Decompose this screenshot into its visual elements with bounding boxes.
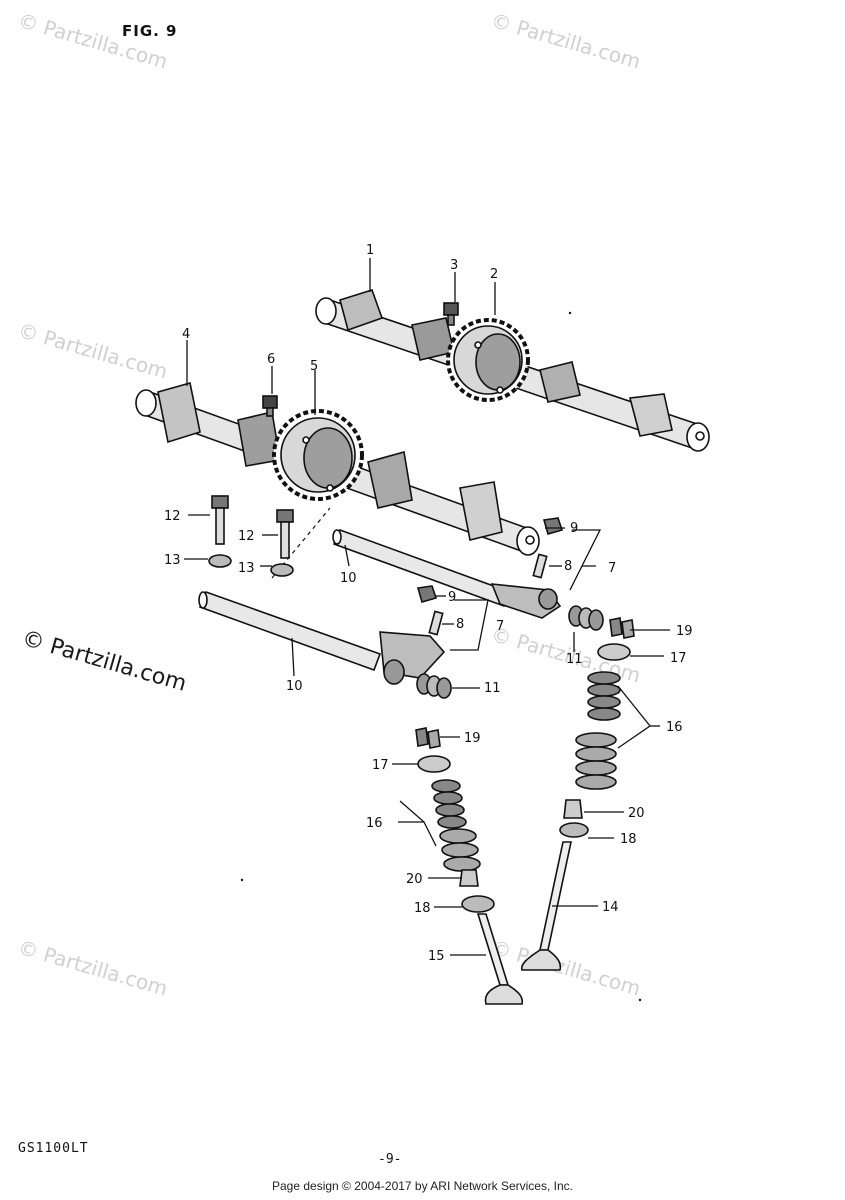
speck	[638, 998, 642, 1002]
washer-13-left	[208, 554, 232, 568]
callout-19-right: 19	[676, 624, 693, 639]
lock-nut-lower	[416, 585, 438, 603]
cotter-19-left	[415, 727, 441, 749]
bolt-6	[262, 395, 278, 417]
callout-7-upper: 7	[608, 561, 616, 576]
cam-sprocket-upper	[446, 318, 530, 402]
callout-8-upper: 8	[564, 559, 572, 574]
callout-1: 1	[366, 243, 374, 258]
adjuster-screw-upper	[532, 553, 548, 579]
rocker-shaft-lower	[198, 590, 382, 672]
rocker-arm-upper	[490, 583, 562, 619]
callout-5: 5	[310, 359, 318, 374]
callout-7-lower: 7	[496, 619, 504, 634]
shim-11-lower	[416, 673, 452, 699]
bolt-12-right	[276, 509, 294, 559]
callout-11-upper: 11	[566, 652, 583, 667]
lock-nut-upper	[542, 517, 564, 535]
model-code: GS1100LT	[18, 1141, 89, 1156]
callout-10-lower: 10	[286, 679, 303, 694]
valve-15	[476, 913, 524, 1005]
leader-lines	[184, 258, 670, 956]
callout-12-right: 12	[238, 529, 255, 544]
bolt-12-left	[211, 495, 229, 545]
figure-title: FIG. 9	[122, 22, 178, 40]
retainer-17-right	[597, 643, 631, 661]
callout-17-right: 17	[670, 651, 687, 666]
callout-labels: 1 2 3 4 5 6 7 7 8 8 9 9 10 10 11 11 12 1…	[164, 243, 693, 964]
callout-20-left: 20	[406, 872, 423, 887]
callout-10-upper: 10	[340, 571, 357, 586]
callout-13-left: 13	[164, 553, 181, 568]
shim-11-upper	[568, 605, 604, 631]
callout-6: 6	[267, 352, 275, 367]
spring-seat-18-left	[461, 895, 495, 913]
rocker-arm-lower	[379, 631, 446, 685]
oil-seal-20-left	[459, 869, 479, 887]
retainer-17-left	[417, 755, 451, 773]
callout-11-lower: 11	[484, 681, 501, 696]
callout-13-right: 13	[238, 561, 255, 576]
page-number: -9-	[378, 1152, 402, 1167]
cam-sprocket-lower	[272, 409, 364, 501]
callout-9-lower: 9	[448, 590, 456, 605]
spring-16-left	[431, 779, 481, 872]
callout-19-left: 19	[464, 731, 481, 746]
callout-3: 3	[450, 258, 458, 273]
bolt-3	[443, 302, 459, 326]
adjuster-screw-lower	[428, 610, 444, 636]
spring-seat-18-right	[559, 822, 589, 838]
callout-12-left: 12	[164, 509, 181, 524]
cotter-19-right	[609, 617, 635, 639]
speck	[240, 878, 244, 882]
spring-16-right	[575, 671, 621, 790]
callout-14: 14	[602, 900, 619, 915]
callout-18-left: 18	[414, 901, 431, 916]
callout-18-right: 18	[620, 832, 637, 847]
callout-2: 2	[490, 267, 498, 282]
callout-9-upper: 9	[570, 521, 578, 536]
callout-4: 4	[182, 327, 190, 342]
oil-seal-20-right	[563, 799, 583, 819]
speck	[568, 311, 572, 315]
callout-8-lower: 8	[456, 617, 464, 632]
washer-13-right	[270, 563, 294, 577]
footer-copyright: Page design © 2004-2017 by ARI Network S…	[271, 1179, 573, 1193]
callout-16-left: 16	[366, 816, 383, 831]
callout-20-right: 20	[628, 806, 645, 821]
valve-14	[520, 841, 572, 971]
callout-15: 15	[428, 949, 445, 964]
callout-17-left: 17	[372, 758, 389, 773]
callout-16-right: 16	[666, 720, 683, 735]
